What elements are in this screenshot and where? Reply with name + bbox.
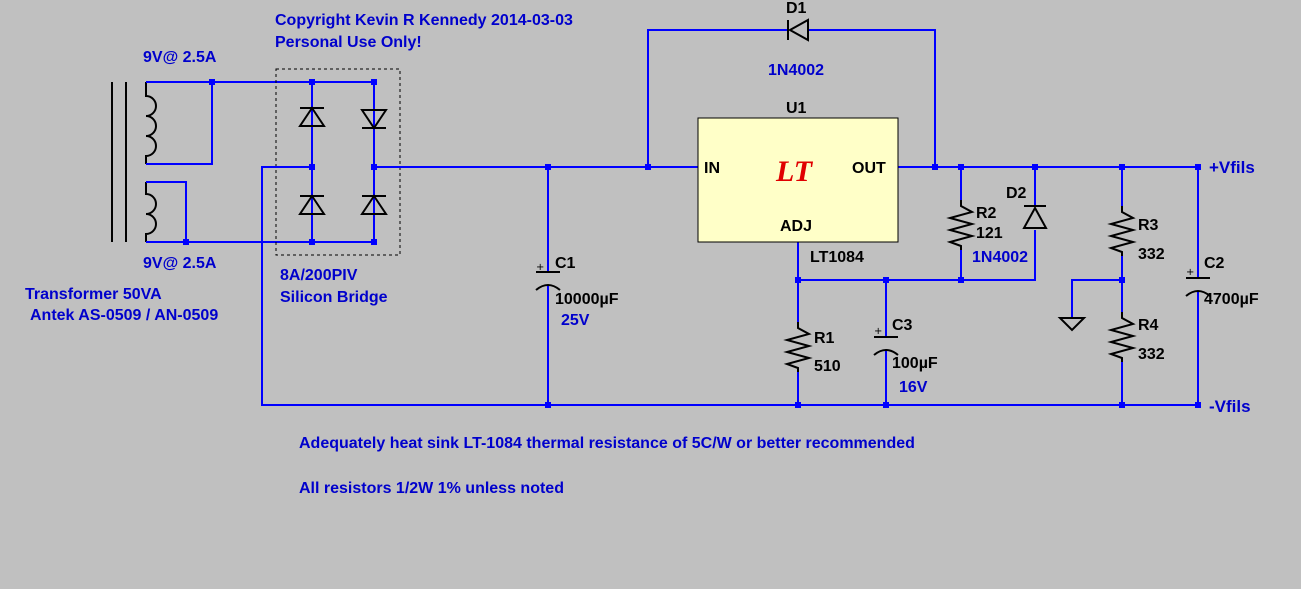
resistor-r4 xyxy=(1107,312,1137,362)
wire xyxy=(146,82,213,165)
resistor-r1 xyxy=(783,322,813,372)
regulator-pin-in: IN xyxy=(704,160,720,177)
d2-value: 1N4002 xyxy=(972,249,1028,266)
transformer-winding-bottom xyxy=(145,182,157,242)
regulator-pin-adj: ADJ xyxy=(780,218,812,235)
junction-dot xyxy=(932,164,938,170)
transformer xyxy=(111,82,157,242)
bridge-diode-left-top xyxy=(298,106,326,127)
c3-voltage: 16V xyxy=(899,379,928,396)
wire xyxy=(146,181,187,242)
d1-value: 1N4002 xyxy=(768,62,824,79)
diode-d2 xyxy=(1022,205,1048,229)
lt-logo-icon: LT xyxy=(775,155,814,188)
regulator-part: LT1084 xyxy=(810,249,864,266)
note-heatsink: Adequately heat sink LT-1084 thermal res… xyxy=(299,435,915,452)
transformer-label-top: 9V@ 2.5A xyxy=(143,49,217,66)
junction-dot xyxy=(371,239,377,245)
transformer-model: Antek AS-0509 / AN-0509 xyxy=(30,307,218,324)
c2-ref: C2 xyxy=(1204,255,1225,272)
bridge-type: Silicon Bridge xyxy=(280,289,388,306)
junction-dot xyxy=(795,402,801,408)
capacitor-c3: + xyxy=(873,326,899,356)
bridge-outline xyxy=(275,68,401,256)
d1-ref: D1 xyxy=(786,0,807,17)
junction-dot xyxy=(1119,277,1125,283)
r3-value: 332 xyxy=(1138,246,1165,263)
main-wiring xyxy=(261,29,1201,408)
r3-ref: R3 xyxy=(1138,217,1159,234)
wire xyxy=(808,29,936,167)
junction-dot xyxy=(309,239,315,245)
junction-dot xyxy=(883,402,889,408)
wire-ground-ref xyxy=(1071,279,1122,318)
ground-icon xyxy=(1057,317,1087,332)
junction-dot xyxy=(309,79,315,85)
r4-ref: R4 xyxy=(1138,317,1159,334)
wire-adj-node xyxy=(797,230,1036,281)
regulator-u1: IN OUT ADJ LT xyxy=(697,117,899,243)
d2-ref: D2 xyxy=(1006,185,1027,202)
note-resistors: All resistors 1/2W 1% unless noted xyxy=(299,480,564,497)
svg-text:+: + xyxy=(536,262,544,273)
svg-text:+: + xyxy=(874,326,882,337)
c1-ref: C1 xyxy=(555,255,576,272)
regulator-pin-out: OUT xyxy=(852,160,886,177)
junction-dot xyxy=(183,239,189,245)
r1-ref: R1 xyxy=(814,330,835,347)
c3-value: 100µF xyxy=(892,355,938,372)
capacitor-c2: + xyxy=(1185,267,1211,297)
transformer-label-bottom: 9V@ 2.5A xyxy=(143,255,217,272)
junction-dot xyxy=(209,79,215,85)
wire-negative-rail xyxy=(261,166,1198,406)
bridge-rating: 8A/200PIV xyxy=(280,267,358,284)
copyright-line2: Personal Use Only! xyxy=(275,34,422,51)
bridge-diode-right-bottom xyxy=(360,194,388,215)
wire xyxy=(647,29,788,167)
diode-d1 xyxy=(787,18,809,42)
net-label-positive: +Vfils xyxy=(1209,158,1255,177)
r2-value: 121 xyxy=(976,225,1003,242)
junction-dot xyxy=(1119,402,1125,408)
transformer-wiring xyxy=(146,79,312,245)
junction-dot xyxy=(545,402,551,408)
c3-ref: C3 xyxy=(892,317,913,334)
bridge-diode-left-bottom xyxy=(298,194,326,215)
resistor-r2 xyxy=(946,200,976,250)
transformer-winding-top xyxy=(145,82,157,164)
svg-text:+: + xyxy=(1186,267,1194,278)
net-label-negative: -Vfils xyxy=(1209,397,1251,416)
bridge-diode-right-top xyxy=(360,109,388,130)
junction-dot xyxy=(1195,402,1201,408)
r2-ref: R2 xyxy=(976,205,997,222)
c1-voltage: 25V xyxy=(561,312,590,329)
junction-dot xyxy=(645,164,651,170)
regulator-body xyxy=(697,117,899,243)
capacitor-c1: + xyxy=(535,262,561,291)
transformer-title: Transformer 50VA xyxy=(25,286,162,303)
r4-value: 332 xyxy=(1138,346,1165,363)
resistor-r3 xyxy=(1107,206,1137,256)
c1-value: 10000µF xyxy=(555,291,619,308)
regulator-ref: U1 xyxy=(786,100,807,117)
c2-value: 4700µF xyxy=(1204,291,1259,308)
r1-value: 510 xyxy=(814,358,841,375)
junction-dot xyxy=(545,164,551,170)
copyright-line1: Copyright Kevin R Kennedy 2014-03-03 xyxy=(275,12,573,29)
junction-dot xyxy=(371,79,377,85)
bridge-rectifier xyxy=(275,68,401,256)
